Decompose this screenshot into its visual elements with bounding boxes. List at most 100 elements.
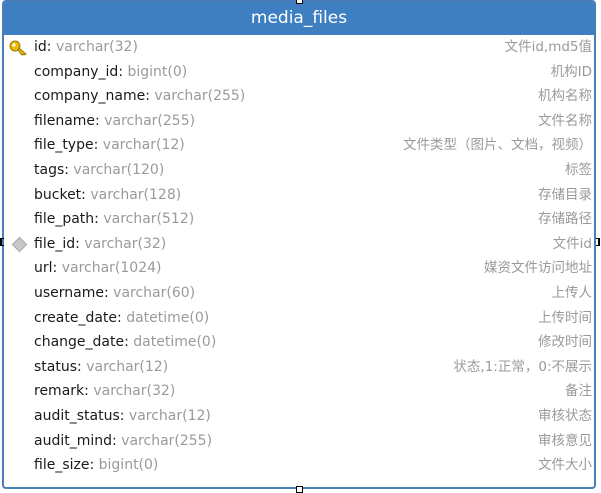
column-row[interactable]: audit_mind: varchar(255) 审核意见 — [4, 429, 594, 454]
column-comment: 机构名称 — [538, 88, 592, 105]
column-comment: 文件id,md5值 — [504, 39, 592, 55]
resize-handle-top[interactable] — [296, 0, 303, 4]
column-row[interactable]: username: varchar(60) 上传人 — [4, 281, 594, 306]
column-field: url: varchar(1024) — [34, 256, 161, 281]
column-type: varchar(32) — [55, 39, 138, 55]
column-type: datetime(0) — [126, 309, 210, 326]
column-field: id: varchar(32) — [34, 35, 138, 60]
connector-left[interactable] — [0, 238, 4, 246]
column-row[interactable]: url: varchar(1024) 媒资文件访问地址 — [4, 256, 594, 281]
column-field: status: varchar(12) — [34, 355, 168, 380]
column-row[interactable]: remark: varchar(32) 备注 — [4, 379, 594, 404]
column-name: id — [34, 39, 47, 55]
column-comment: 标签 — [565, 161, 592, 178]
column-type: varchar(255) — [154, 88, 246, 105]
column-field: tags: varchar(120) — [34, 158, 164, 183]
column-comment: 状态,1:正常，0:不展示 — [453, 358, 592, 375]
column-row[interactable]: tags: varchar(120) 标签 — [4, 158, 594, 183]
column-name: file_id — [34, 235, 76, 252]
column-name: username — [34, 284, 104, 301]
column-row[interactable]: company_id: bigint(0)机构ID — [4, 60, 594, 85]
key-icon — [9, 40, 27, 56]
column-name: create_date — [34, 309, 118, 326]
column-comment: 审核意见 — [538, 432, 592, 449]
column-field: username: varchar(60) — [34, 281, 195, 306]
column-comment: 存储路径 — [538, 211, 592, 228]
column-type: bigint(0) — [98, 457, 159, 474]
column-separator: : — [77, 358, 87, 375]
column-type: varchar(255) — [121, 432, 213, 449]
column-row[interactable]: status: varchar(12) 状态,1:正常，0:不展示 — [4, 355, 594, 380]
column-field: file_path: varchar(512) — [34, 207, 194, 232]
column-comment: 上传时间 — [538, 309, 592, 326]
column-type: varchar(255) — [104, 112, 196, 129]
column-separator: : — [145, 88, 155, 105]
column-type: varchar(12) — [102, 137, 185, 154]
column-separator: : — [119, 407, 129, 424]
entity-title: media_files — [4, 2, 594, 35]
column-comment: 文件类型（图片、文档，视频） — [403, 137, 592, 154]
column-type: varchar(12) — [128, 407, 211, 424]
column-row[interactable]: file_id: varchar(32) 文件id — [4, 232, 594, 257]
column-row[interactable]: file_size: bigint(0) 文件大小 — [4, 453, 594, 478]
column-field: remark: varchar(32) — [34, 379, 175, 404]
connector-right[interactable] — [596, 238, 600, 246]
column-comment: 审核状态 — [538, 407, 592, 424]
column-row[interactable]: filename: varchar(255) 文件名称 — [4, 109, 594, 134]
column-name: company_id — [34, 63, 119, 80]
column-separator: : — [89, 457, 99, 474]
column-comment: 备注 — [565, 383, 592, 400]
column-separator: : — [95, 112, 105, 129]
column-field: create_date: datetime(0) — [34, 306, 209, 331]
column-separator: : — [64, 161, 74, 178]
column-separator: : — [81, 186, 91, 203]
column-name: status — [34, 358, 78, 375]
column-separator: : — [52, 260, 62, 277]
column-comment: 文件id — [552, 235, 592, 252]
column-name: bucket — [34, 186, 82, 203]
column-comment: 上传人 — [551, 284, 593, 301]
column-row[interactable]: file_type: varchar(12) 文件类型（图片、文档，视频） — [4, 133, 594, 158]
column-name: file_path — [34, 211, 95, 228]
column-separator: : — [117, 309, 127, 326]
column-name: file_size — [34, 457, 90, 474]
column-separator: : — [104, 284, 114, 301]
column-field: audit_status: varchar(12) — [34, 404, 211, 429]
column-row[interactable]: file_path: varchar(512) 存储路径 — [4, 207, 594, 232]
column-name: audit_mind — [34, 432, 113, 449]
column-comment: 文件名称 — [538, 112, 592, 129]
column-name: url — [34, 260, 53, 277]
column-comment: 文件大小 — [538, 457, 592, 474]
column-type: varchar(32) — [84, 235, 167, 252]
column-name: tags — [34, 161, 65, 178]
column-row[interactable]: company_name: varchar(255) 机构名称 — [4, 84, 594, 109]
column-separator: : — [94, 211, 104, 228]
column-type: varchar(128) — [90, 186, 182, 203]
column-field: audit_mind: varchar(255) — [34, 429, 212, 454]
column-name: audit_status — [34, 407, 120, 424]
column-separator: : — [112, 432, 122, 449]
column-comment: 媒资文件访问地址 — [484, 260, 592, 277]
column-field: file_id: varchar(32) — [34, 232, 166, 257]
column-row[interactable]: bucket: varchar(128)存储目录 — [4, 183, 594, 208]
column-row[interactable]: id: varchar(32) 文件id,md5值 — [4, 35, 594, 60]
column-name: change_date — [34, 334, 125, 351]
column-name: file_type — [34, 137, 94, 154]
column-field: change_date: datetime(0) — [34, 330, 216, 355]
column-separator: : — [124, 334, 134, 351]
column-name: company_name — [34, 88, 146, 105]
column-type: varchar(120) — [73, 161, 165, 178]
column-name: remark — [34, 383, 85, 400]
column-type: varchar(60) — [113, 284, 196, 301]
column-name: filename — [34, 112, 96, 129]
column-row[interactable]: create_date: datetime(0) 上传时间 — [4, 306, 594, 331]
column-type: varchar(512) — [103, 211, 195, 228]
column-row[interactable]: change_date: datetime(0)修改时间 — [4, 330, 594, 355]
column-field: company_id: bigint(0) — [34, 60, 187, 85]
column-separator: : — [75, 235, 85, 252]
column-type: varchar(1024) — [61, 260, 162, 277]
column-separator: : — [93, 137, 103, 154]
column-field: bucket: varchar(128) — [34, 183, 181, 208]
column-row[interactable]: audit_status: varchar(12) 审核状态 — [4, 404, 594, 429]
